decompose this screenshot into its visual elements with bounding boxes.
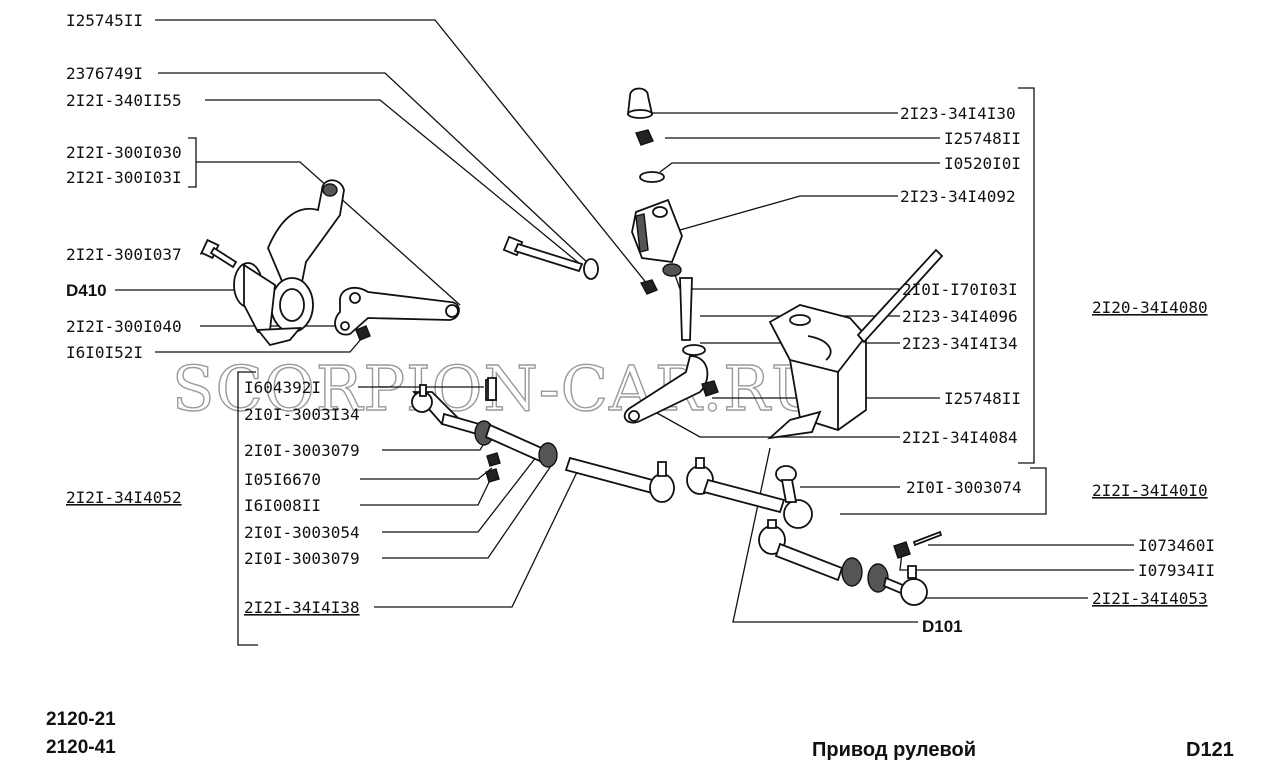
label-2101-3003054: 2I0I-3003054 [244, 523, 360, 542]
middle-tie-rod [411, 379, 675, 503]
diagram-code: D121 [1186, 739, 1234, 761]
label-2123-3414096: 2I23-34I4096 [902, 307, 1018, 326]
bolt-1604392 [487, 377, 497, 401]
label-2121-3401155: 2I2I-340II55 [66, 91, 182, 110]
label-d410: D410 [66, 281, 107, 300]
nut-125745 [639, 279, 658, 295]
label-1073460: I073460I [1138, 536, 1215, 555]
label-2101-1701031: 2I0I-I70I03I [902, 280, 1018, 299]
group-2121-3414138: 2I2I-34I4I38 [244, 598, 360, 617]
steering-gear [767, 248, 944, 440]
label-2376749: 2376749I [66, 64, 143, 83]
label-2121-3414084: 2I2I-34I4084 [902, 428, 1018, 447]
left-labels: I25745II 2376749I 2I2I-340II55 2I2I-300I… [66, 11, 360, 617]
label-2101-3003079-a: 2I0I-3003079 [244, 441, 360, 460]
group-2121-3414010: 2I2I-34I40I0 [1092, 481, 1208, 500]
label-2123-3414092: 2I23-34I4092 [900, 187, 1016, 206]
right-outer-rod [758, 519, 943, 606]
label-105201: I0520I0I [944, 154, 1021, 173]
label-1604392: I604392I [244, 378, 321, 397]
steering-knuckle [233, 179, 345, 347]
bushing-2101 [662, 263, 682, 277]
washer-105201 [639, 171, 665, 183]
washer-2123 [682, 344, 706, 356]
group-2120-3414080: 2I20-34I4080 [1092, 298, 1208, 317]
right-inner-rod [686, 457, 813, 529]
group-2121-3414052: 2I2I-34I4052 [66, 488, 182, 507]
label-2123-3414134: 2I23-34I4I34 [902, 334, 1018, 353]
label-2121-3001037: 2I2I-300I037 [66, 245, 182, 264]
label-d101: D101 [922, 617, 963, 636]
label-2101-3003074: 2I0I-3003074 [906, 478, 1022, 497]
group-2121-3414053: 2I2I-34I4053 [1092, 589, 1208, 608]
bracket-cap [626, 87, 654, 119]
nut-125748-lower [701, 380, 719, 397]
nut-125748-upper [635, 129, 654, 146]
label-1051670: I05I6670 [244, 470, 321, 489]
pendulum-arm [623, 355, 709, 424]
label-1610081: I6I008II [244, 496, 321, 515]
label-125745: I25745II [66, 11, 143, 30]
model-code-2120-41: 2120-41 [46, 737, 116, 758]
long-bolt [502, 235, 599, 280]
parts [200, 87, 944, 606]
pendulum-axle [679, 277, 693, 341]
label-2121-3001031: 2I2I-300I03I [66, 168, 182, 187]
label-1610152: I6I0I52I [66, 343, 143, 362]
label-2121-3001040: 2I2I-300I040 [66, 317, 182, 336]
steering-arm [334, 286, 460, 341]
label-2123-3414130: 2I23-34I4I30 [900, 104, 1016, 123]
brackets [188, 87, 1047, 646]
label-2121-3001030: 2I2I-300I030 [66, 143, 182, 162]
label-1079341: I07934II [1138, 561, 1215, 580]
diagram-title: Привод рулевой [812, 739, 977, 761]
pendulum-bracket [631, 198, 683, 263]
knuckle-bolt [200, 238, 238, 269]
label-2101-3003134: 2I0I-3003I34 [244, 405, 360, 424]
label-125748-b: I25748II [944, 389, 1021, 408]
label-125748-a: I25748II [944, 129, 1021, 148]
model-code-2120-21: 2120-21 [46, 709, 116, 730]
right-labels: 2I23-34I4I30 I25748II I0520I0I 2I23-34I4… [900, 104, 1215, 636]
label-2101-3003079-b: 2I0I-3003079 [244, 549, 360, 568]
